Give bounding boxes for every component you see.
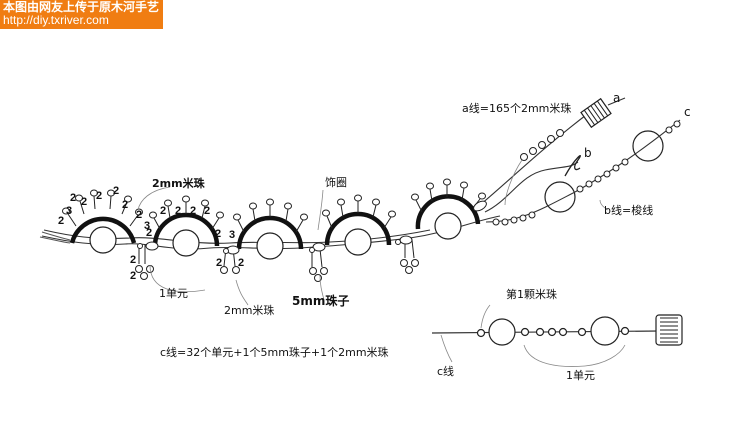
picot-count: 3 <box>66 205 72 217</box>
picot-count: 2 <box>70 192 76 204</box>
picot-count: 2 <box>160 205 166 217</box>
label-c-formula: c线=32个单元+1个5mm珠子+1个2mm米珠 <box>160 345 389 359</box>
picot-count: 2 <box>136 209 142 221</box>
large-bead <box>344 228 372 256</box>
large-bead <box>256 232 284 260</box>
chain-thread-lower <box>41 215 501 250</box>
spool-icon <box>655 314 683 346</box>
ring-arches <box>69 194 481 250</box>
label-c-letter: c <box>684 105 691 119</box>
picot-count: 2 <box>113 185 119 197</box>
picot-count: 2 <box>146 227 152 239</box>
picots <box>62 178 486 233</box>
label-5mm-bead: 5mm珠子 <box>292 293 349 308</box>
label-one-unit: 1单元 <box>159 287 188 300</box>
picot-count: 3 <box>229 229 235 241</box>
picot-count: 2 <box>215 228 221 240</box>
bobbin-a-icon <box>580 97 612 129</box>
label-c-thread: c线 <box>437 364 454 378</box>
label-b-letter: b <box>584 146 592 160</box>
label-first-bead: 第1颗米珠 <box>506 287 557 301</box>
picot-count-labels: 3 2 2 2 2 2 2 2 2 2 2 2 2 3 2 2 2 2 2 3 <box>58 185 244 282</box>
picot-count: 2 <box>130 254 136 266</box>
leader-lines <box>137 159 609 306</box>
picot-count: 2 <box>122 199 128 211</box>
loose-thread-ends <box>39 231 71 244</box>
label-2mm-bead-top: 2mm米珠 <box>152 176 206 190</box>
picot-count: 2 <box>204 205 210 217</box>
watermark-badge: 本图由网友上传于原木河手艺 http://diy.txriver.com <box>0 0 164 29</box>
large-bead <box>632 130 664 162</box>
large-bead <box>89 226 117 254</box>
inset-c-thread <box>431 304 683 367</box>
picot-count: 2 <box>81 196 87 208</box>
watermark-title: 本图由网友上传于原木河手艺 <box>3 0 160 14</box>
ring-arch <box>236 215 304 250</box>
label-2mm-bead-bottom: 2mm米珠 <box>224 303 274 317</box>
picot-count: 2 <box>216 257 222 269</box>
ring-joins <box>135 235 419 282</box>
ring-arch <box>69 216 137 244</box>
picot-count: 3 <box>144 220 150 232</box>
label-a-letter: a <box>613 91 620 105</box>
picot-count: 2 <box>238 257 244 269</box>
ring-arch <box>324 211 392 246</box>
large-bead <box>434 212 462 240</box>
thread-a-line <box>479 111 591 206</box>
picot-count: 2 <box>130 270 136 282</box>
label-unit-bottom: 1单元 <box>566 369 595 382</box>
small-beads <box>137 239 401 254</box>
picot-count: 2 <box>190 205 196 217</box>
threads-right <box>473 97 681 226</box>
ring-arch <box>415 194 481 230</box>
label-ring-ornament: 饰圈 <box>325 175 347 189</box>
picot-count: 2 <box>96 190 102 202</box>
watermark-url: http://diy.txriver.com <box>3 13 109 27</box>
large-bead <box>172 229 200 257</box>
ring-arch <box>152 212 220 247</box>
picot-count: 2 <box>175 205 181 217</box>
picot-count: 2 <box>58 215 64 227</box>
label-b-thread: b线=梭线 <box>604 203 653 217</box>
large-beads <box>89 130 664 260</box>
large-bead <box>544 181 576 213</box>
label-a-thread: a线=165个2mm米珠 <box>462 101 571 115</box>
